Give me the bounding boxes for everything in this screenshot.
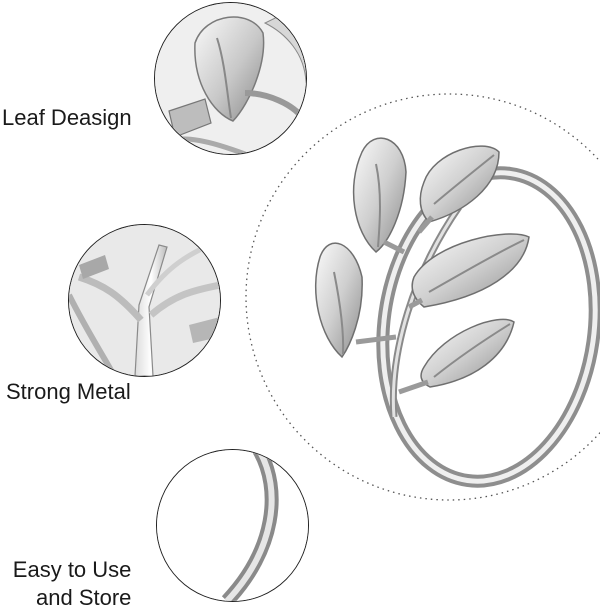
feature-label-leaf-design: Leaf Deasign [2,105,132,130]
band-closeup-image [156,449,309,602]
leaf-ring-product-image [244,92,600,502]
feature-label-easy-line1: Easy to Use [12,557,132,582]
leaf-closeup-image [154,2,307,155]
feature-label-easy-line2: and Store [36,585,132,610]
metal-closeup-image [68,224,221,377]
feature-label-strong-metal: Strong Metal [6,379,131,404]
feature-label-easy-to-use: Easy to Use and Store [12,556,132,612]
